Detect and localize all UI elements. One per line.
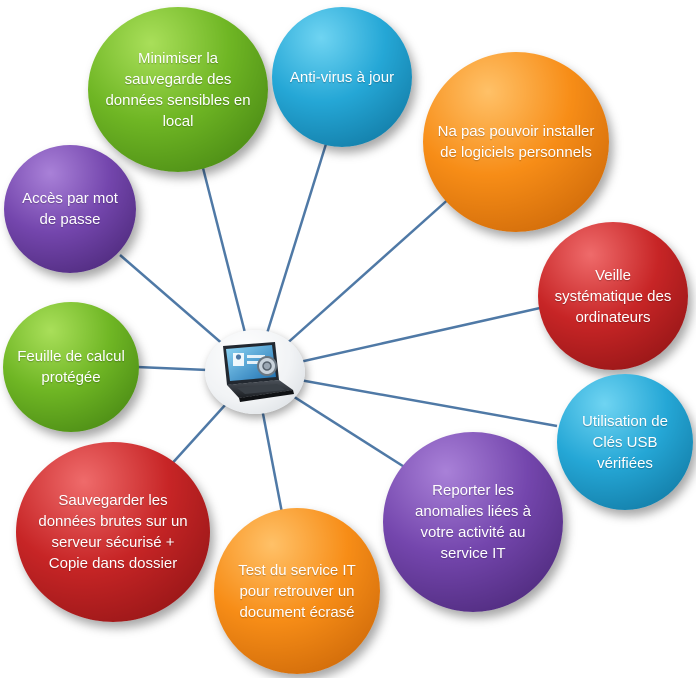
node-minimiser-label: Minimiser la sauvegarde des données sens… xyxy=(105,49,251,130)
node-anomalies-label: Reporter les anomalies liées à votre act… xyxy=(415,482,531,562)
node-acces-label: Accès par mot de passe xyxy=(22,190,118,228)
node-logiciels: Na pas pouvoir installer de logiciels pe… xyxy=(423,52,609,232)
node-antivirus-label: Anti-virus à jour xyxy=(289,68,395,86)
node-usb: Utilisation de Clés USB vérifiées xyxy=(557,374,693,510)
node-veille: Veille systématique des ordinateurs xyxy=(538,222,688,370)
node-anomalies: Reporter les anomalies liées à votre act… xyxy=(383,432,563,612)
node-veille-label: Veille systématique des ordinateurs xyxy=(554,266,672,326)
node-feuille: Feuille de calcul protégée xyxy=(3,302,139,432)
node-minimiser: Minimiser la sauvegarde des données sens… xyxy=(88,7,268,172)
node-usb-label: Utilisation de Clés USB vérifiées xyxy=(582,412,668,472)
node-acces: Accès par mot de passe xyxy=(4,145,136,273)
node-sauvegarder-label: Sauvegarder les données brutes sur un se… xyxy=(38,492,188,572)
node-test: Test du service IT pour retrouver un doc… xyxy=(214,508,380,674)
connector-usb xyxy=(254,370,558,428)
node-feuille-label: Feuille de calcul protégée xyxy=(17,348,125,386)
node-sauvegarder: Sauvegarder les données brutes sur un se… xyxy=(16,442,210,622)
node-antivirus: Anti-virus à jour xyxy=(272,7,412,147)
node-logiciels-label: Na pas pouvoir installer de logiciels pe… xyxy=(437,123,595,161)
center-hub xyxy=(205,330,305,414)
node-test-label: Test du service IT pour retrouver un doc… xyxy=(238,561,356,621)
laptop-security-icon xyxy=(223,342,294,402)
